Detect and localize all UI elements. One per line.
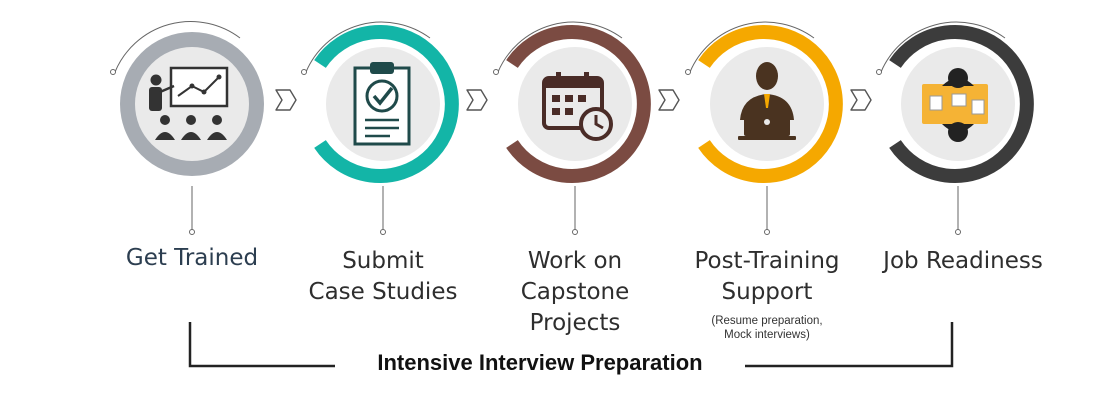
step-1-title: Get Trained <box>125 245 259 271</box>
step-4-note-line-1: (Resume preparation, <box>711 315 823 327</box>
footer-label: Intensive Interview Preparation <box>340 350 740 376</box>
step-4-title-line-2: Support <box>721 279 813 305</box>
laptop-user-icon <box>738 62 796 140</box>
training-presentation-icon <box>149 66 229 140</box>
meeting-table-icon <box>922 68 988 142</box>
step-3-title-line-2: Capstone <box>520 279 630 305</box>
step-1-circle <box>110 21 264 235</box>
step-1-label: Get Trained <box>112 243 272 274</box>
step-4-circle <box>685 21 843 235</box>
step-5-title: Job Readiness <box>883 248 1043 274</box>
arrow-connector-4 <box>850 89 872 111</box>
step-4-title-line-1: Post-Training <box>694 248 840 274</box>
arrow-connector-3 <box>658 89 680 111</box>
step-2-title-line-1: Submit <box>342 248 424 274</box>
step-3-label: Work on Capstone Projects <box>495 246 655 339</box>
arrow-connector-1 <box>275 89 297 111</box>
bottom-bracket <box>188 322 954 368</box>
step-4-note-line-2: Mock interviews) <box>724 329 810 341</box>
step-3-circle <box>493 21 651 235</box>
calendar-clock-icon <box>542 72 613 141</box>
step-5-circle <box>876 21 1034 235</box>
step-5-label: Job Readiness <box>868 246 1058 277</box>
clipboard-check-icon <box>353 62 411 146</box>
arrow-connector-2 <box>466 89 488 111</box>
step-4-note: (Resume preparation, Mock interviews) <box>682 314 852 342</box>
step-2-title-line-2: Case Studies <box>308 279 458 305</box>
step-4-label: Post-Training Support <box>682 246 852 308</box>
step-2-label: Submit Case Studies <box>298 246 468 308</box>
step-3-title-line-3: Projects <box>529 310 621 336</box>
step-3-title-line-1: Work on <box>527 248 623 274</box>
step-2-circle <box>301 21 459 235</box>
